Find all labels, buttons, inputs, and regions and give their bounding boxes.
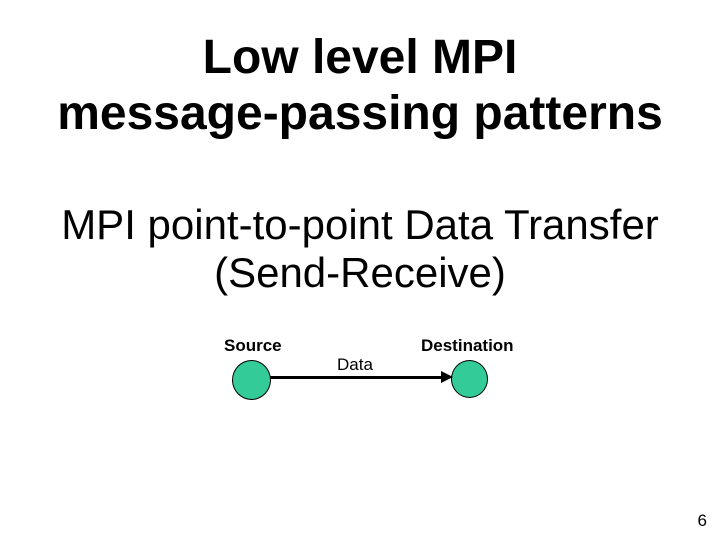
slide-title-line1: Low level MPI bbox=[202, 31, 518, 84]
destination-node bbox=[451, 360, 488, 398]
slide-subtitle: MPI point-to-point Data Transfer (Send-R… bbox=[0, 201, 720, 297]
page-number: 6 bbox=[697, 511, 707, 530]
source-node bbox=[232, 360, 271, 400]
slide-subtitle-line1: MPI point-to-point Data Transfer bbox=[61, 201, 659, 248]
data-arrow-head-icon bbox=[441, 371, 453, 383]
data-arrow-label: Data bbox=[337, 355, 373, 374]
slide-title-line2: message-passing patterns bbox=[57, 87, 663, 140]
data-arrow-line bbox=[270, 376, 443, 379]
destination-label: Destination bbox=[421, 336, 514, 355]
source-label: Source bbox=[224, 336, 282, 355]
slide-subtitle-line2: (Send-Receive) bbox=[214, 249, 506, 296]
slide-title: Low level MPI message-passing patterns bbox=[0, 30, 720, 142]
